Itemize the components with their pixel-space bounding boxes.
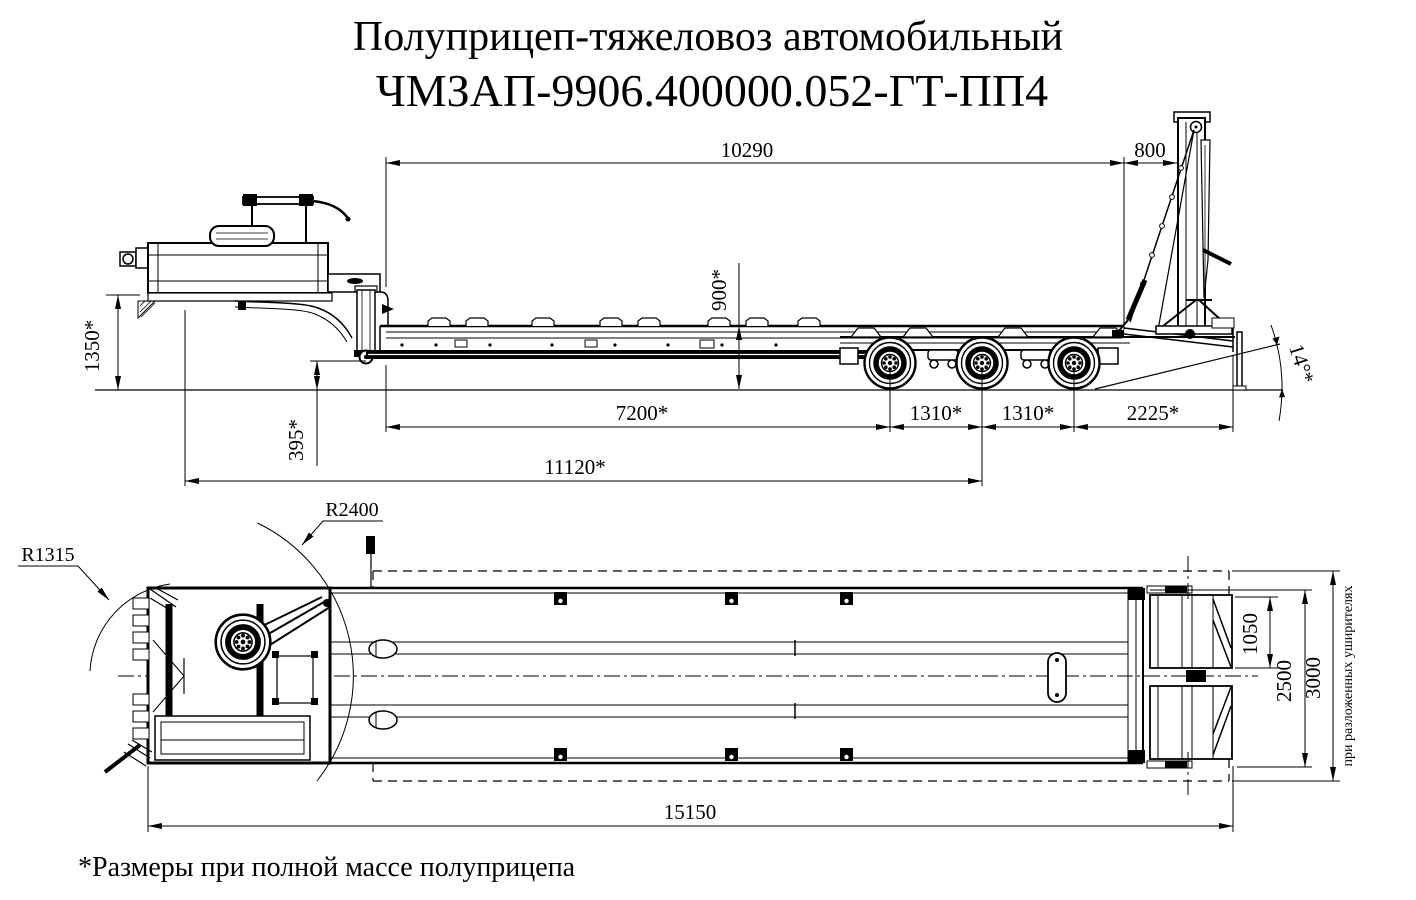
- extended-wideners-note: при разложенных уширителях: [1341, 586, 1356, 767]
- gooseneck-side: [137, 242, 394, 343]
- extended-width-outline: [372, 570, 1230, 782]
- front-railing: [242, 194, 351, 243]
- dim-extended-width: 3000: [1301, 657, 1325, 699]
- folded-ramp-tower: [1112, 111, 1235, 339]
- ramp-incline-line: [1094, 343, 1281, 390]
- dim-ramp-width: 1050: [1238, 613, 1262, 655]
- turning-radius-inner-arc: [89, 583, 171, 672]
- spare-wheel-plan: [216, 615, 271, 670]
- low-deck: [366, 317, 1124, 359]
- dim-frame-clearance: 395*: [284, 419, 308, 461]
- footnote: *Размеры при полной массе полуприцепа: [78, 852, 576, 883]
- dim-axle-spacing-2: 1310*: [1002, 401, 1055, 425]
- ramps-plan: [1146, 556, 1233, 798]
- drawing-title: Полуприцеп-тяжеловоз автомобильный: [353, 14, 1063, 60]
- ramp-angle-arc: [1270, 324, 1283, 422]
- side-view: [95, 111, 1283, 390]
- turning-radius-outer-arc: [257, 522, 354, 782]
- dim-platform-width: 2500: [1272, 660, 1296, 702]
- dim-turning-radius-inner: R1315: [21, 544, 74, 566]
- dim-ramp-angle: 14°*: [1284, 341, 1319, 386]
- dim-loading-height: 900*: [707, 269, 731, 311]
- top-view-dimensions: R2400 R1315 15150 1050 2500 3000 при раз…: [18, 499, 1356, 832]
- dim-gooseneck-to-axle1: 7200*: [616, 401, 669, 425]
- drawing-model-number: ЧМЗАП-9906.400000.052-ГТ-ПП4: [376, 65, 1048, 116]
- gooseneck-plan: [103, 586, 332, 774]
- dim-axle-spacing-1: 1310*: [910, 401, 963, 425]
- platform-plan: [330, 586, 1145, 765]
- dim-rear-overhang: 800: [1134, 138, 1166, 162]
- front-coupler: [119, 247, 149, 269]
- dim-platform-length: 10290: [721, 138, 774, 162]
- dim-axle3-to-rear: 2225*: [1127, 401, 1180, 425]
- dim-gooseneck-height: 1350*: [80, 320, 104, 373]
- dim-front-to-bogie: 11120*: [544, 455, 605, 479]
- dim-overall-length: 15150: [664, 800, 717, 824]
- dim-turning-radius-outer: R2400: [325, 499, 378, 521]
- top-view: [89, 522, 1258, 798]
- tie-down-points: [554, 592, 853, 761]
- spare-wheel-side: [209, 225, 275, 247]
